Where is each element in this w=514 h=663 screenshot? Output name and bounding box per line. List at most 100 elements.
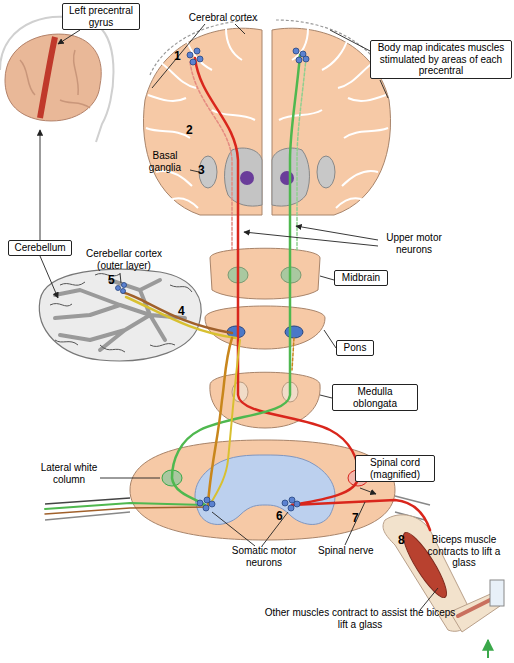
leader-line: [345, 502, 365, 545]
label-box: Body map indicates muscles stimulated by…: [370, 40, 512, 79]
leader-line: [40, 130, 41, 240]
callout-number: 3: [198, 164, 205, 178]
neuron-cell: [282, 500, 288, 506]
leader-line: [296, 226, 378, 240]
callout-number: 7: [352, 512, 359, 526]
callout-number: 6: [276, 510, 283, 524]
leader-line: [100, 478, 160, 479]
part-label: Upper motor neurons: [378, 232, 450, 255]
label-box: Medulla oblongata: [332, 384, 418, 411]
neuron-cell: [209, 501, 215, 507]
leader-line: [58, 30, 80, 44]
neural-pathways: [122, 292, 232, 333]
leader-line: [380, 80, 388, 98]
leader-line: [40, 24, 438, 610]
part-label: Cerebral cortex: [178, 12, 268, 24]
neural-pathways: [292, 338, 294, 370]
label-box: Left precentral gyrus: [62, 3, 140, 30]
neuron-cell: [294, 501, 300, 507]
leader-line: [320, 395, 332, 398]
neuron-cell: [204, 497, 210, 503]
box-text: Medulla oblongata: [336, 386, 414, 409]
neuron-cell: [293, 48, 299, 54]
pons-section: [205, 306, 325, 349]
brain-section: [143, 20, 390, 215]
neuron-cell: [296, 57, 302, 63]
neuron-cell: [288, 505, 294, 511]
neuron-cell: [122, 283, 127, 288]
neuron-cell: [197, 56, 203, 62]
leader-line: [152, 24, 205, 88]
neural-pathways: [45, 55, 430, 530]
brain-photo: [0, 17, 114, 142]
medulla-section: [210, 372, 320, 428]
label-box: Cerebellum: [8, 240, 72, 256]
box-text: Body map indicates muscles stimulated by…: [374, 42, 508, 77]
pons-section: [285, 326, 303, 338]
part-label: Basal ganglia: [140, 150, 190, 173]
box-text: Cerebellum: [12, 242, 68, 254]
neural-pathways: [297, 58, 306, 250]
neuron-cell: [194, 48, 200, 54]
leader-line: [40, 256, 58, 298]
part-label: Other muscles contract to assist the bic…: [262, 607, 458, 630]
box-text: Spinal cord (magnified): [359, 457, 431, 480]
arm-illustration: [490, 580, 504, 606]
cerebellum-section: [39, 269, 201, 361]
midbrain-section: [210, 248, 320, 299]
leader-line: [262, 512, 288, 546]
neuron-cell: [197, 500, 203, 506]
box-text: Midbrain: [338, 272, 384, 284]
leader-line: [360, 488, 376, 494]
neural-pathways: [208, 338, 232, 505]
box-text: Left precentral gyrus: [66, 5, 136, 28]
neuron-cell: [116, 286, 121, 291]
box-text: Pons: [340, 342, 370, 354]
neuron-cell: [187, 52, 193, 58]
leader-line: [235, 24, 245, 34]
arm-illustration: [487, 640, 489, 658]
neuron-cell: [116, 48, 310, 511]
arm-illustration: [458, 598, 494, 616]
neuron-cell: [203, 505, 209, 511]
leader-line: [212, 512, 255, 546]
neural-pathways: [190, 62, 232, 250]
part-label: Biceps muscle contracts to lift a glass: [418, 534, 510, 569]
neuron-cell: [190, 59, 196, 65]
midbrain-section: [210, 248, 320, 299]
part-label: Spinal nerve: [318, 545, 374, 557]
leader-line: [324, 330, 336, 348]
part-label: Lateral white column: [38, 462, 100, 485]
brain-photo: [0, 17, 114, 142]
pons-section: [205, 306, 325, 349]
callout-number: 5: [108, 274, 115, 288]
neuron-cell: [121, 289, 126, 294]
label-box: Midbrain: [334, 270, 388, 286]
leader-line: [330, 30, 372, 52]
label-box: Pons: [336, 340, 374, 356]
neural-pathways: [126, 297, 236, 338]
leader-line: [120, 273, 121, 283]
leader-line: [320, 276, 334, 280]
cerebellum-section: [50, 274, 192, 352]
neuron-cell: [289, 497, 295, 503]
neural-pathways: [172, 55, 300, 505]
medulla-section: [210, 372, 320, 428]
brain-photo: [5, 34, 101, 121]
callout-number: 4: [178, 305, 185, 319]
brain-photo: [40, 37, 55, 118]
callout-number: 8: [398, 534, 405, 548]
leader-line: [420, 588, 438, 610]
part-label: Cerebellar cortex (outer layer): [78, 248, 170, 271]
leader-line: [190, 170, 199, 172]
callout-number: 1: [174, 50, 181, 64]
spinal-cord-section: [195, 455, 335, 524]
brain-section: [143, 20, 262, 215]
spinal-nerve: [45, 496, 430, 520]
cerebellum-section: [39, 269, 201, 361]
callout-number: 2: [186, 124, 193, 138]
neural-pathways: [45, 507, 208, 514]
label-box: Spinal cord (magnified): [355, 455, 435, 482]
brain-photo: [20, 50, 90, 108]
